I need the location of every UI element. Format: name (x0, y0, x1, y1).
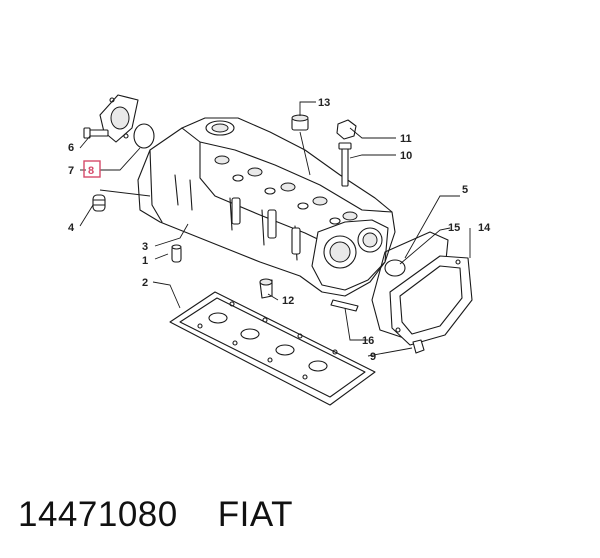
cover-gasket (169, 291, 376, 406)
callout-14: 14 (478, 222, 491, 234)
plug (259, 278, 273, 299)
cylinder-head-cover (137, 117, 396, 297)
callout-5: 5 (462, 184, 468, 196)
bolt (83, 127, 109, 139)
callout-2: 2 (142, 277, 148, 289)
callout-16: 16 (362, 335, 374, 347)
callout-8: 8 (88, 165, 94, 177)
callout-1: 1 (142, 255, 148, 267)
leader-lines (79, 101, 471, 357)
callout-12: 12 (282, 295, 294, 307)
end-bolt (412, 339, 425, 354)
o-ring (133, 123, 155, 149)
stud-bolt (338, 142, 352, 187)
callout-7: 7 (68, 165, 74, 177)
breather-cap (291, 114, 309, 131)
part-caption: 14471080 FIAT (18, 490, 293, 540)
brand-name: FIAT (217, 495, 293, 534)
callout-3: 3 (142, 241, 148, 253)
callout-10: 10 (400, 150, 412, 162)
part-number: 14471080 (18, 495, 178, 534)
callout-13: 13 (318, 97, 330, 109)
threaded-fitting (92, 194, 106, 212)
callout-4: 4 (68, 222, 75, 234)
callout-9: 9 (370, 351, 376, 363)
callout-8-highlight-box (83, 160, 101, 178)
callout-15: 15 (448, 222, 460, 234)
hex-plug (336, 119, 357, 140)
end-stud (330, 299, 359, 312)
dowel-pin (171, 244, 182, 263)
flange-cover (99, 94, 139, 143)
callout-6: 6 (68, 142, 74, 154)
exploded-parts-diagram: 1 2 3 4 5 6 7 8 9 10 11 12 13 14 15 16 (68, 94, 491, 406)
end-cover (389, 255, 473, 346)
callout-11: 11 (400, 133, 412, 145)
